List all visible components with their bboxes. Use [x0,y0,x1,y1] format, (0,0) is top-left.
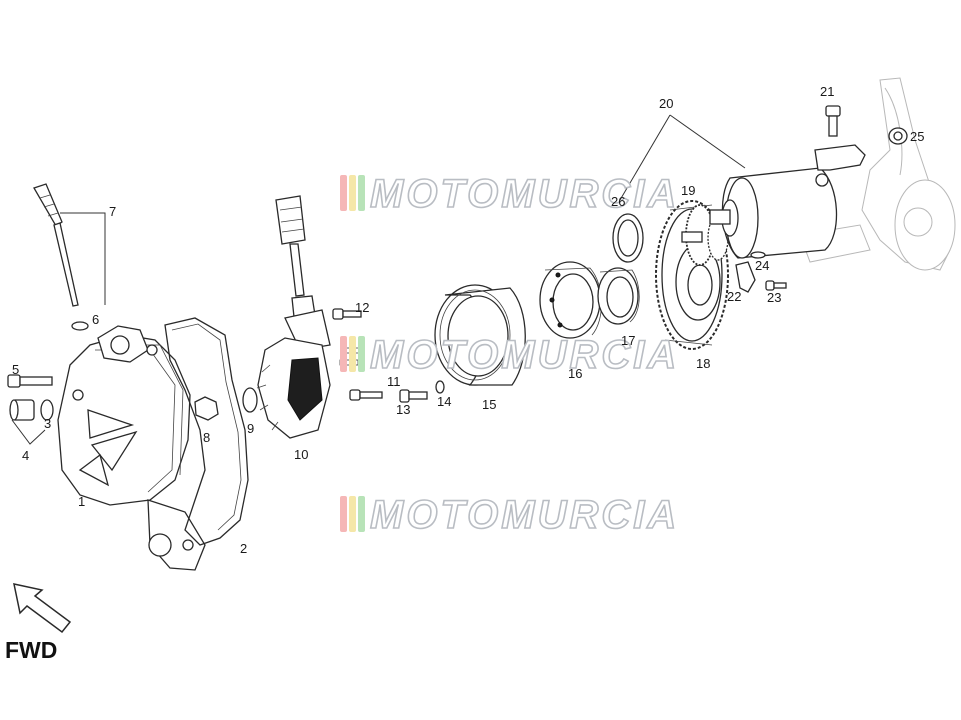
screw-13 [399,389,428,403]
watermark-stripe [349,336,356,372]
forward-arrow-icon [13,583,72,634]
cover-gasket [164,317,249,546]
watermark: MOTOMURCIA [340,492,679,538]
watermark-stripe [340,336,347,372]
callout-4: 4 [22,448,29,463]
stator-10 [256,195,331,439]
washer-3 [40,399,54,421]
watermark-stripe [349,175,356,211]
callout-18: 18 [696,356,710,371]
watermark-text: MOTOMURCIA [370,172,679,216]
screw-12 [332,308,362,320]
spacer-4 [9,399,35,421]
callout-20: 20 [659,96,673,111]
callout-25: 25 [910,129,924,144]
watermark-text: MOTOMURCIA [370,493,679,537]
forward-label: FWD [5,637,57,663]
watermark: MOTOMURCIA [340,332,679,378]
crankshaft-drawing [799,77,956,271]
callout-2: 2 [240,541,247,556]
watermark-stripe [358,175,365,211]
nut-8 [194,396,219,421]
washer-14 [435,380,445,394]
callout-16: 16 [568,366,582,381]
callout-22: 22 [727,289,741,304]
idle-gear-19 [681,204,729,266]
cover-vent-pattern [78,409,138,487]
bracket-22 [735,261,756,293]
o-ring-6 [71,321,89,331]
callout-26: 26 [611,194,625,209]
starter-motor-20 [709,144,866,259]
forward-direction-indicator: FWD [5,583,72,663]
watermark: MOTOMURCIA [340,171,679,217]
bolt-5 [7,374,53,388]
callout-21: 21 [820,84,834,99]
bolt-21 [825,105,841,137]
generator-cover [57,325,206,571]
callout-6: 6 [92,312,99,327]
watermark-group: MOTOMURCIA MOTOMURCIA MOTOMURCIA [340,171,679,538]
callout-17: 17 [621,333,635,348]
callout-10: 10 [294,447,308,462]
washer-26 [612,213,644,263]
watermark-stripe [358,496,365,532]
callout-14: 14 [437,394,451,409]
callout-24: 24 [755,258,769,273]
callout-9: 9 [247,421,254,436]
screw-11 [349,389,383,401]
screw-23 [765,280,787,291]
callout-12: 12 [355,300,369,315]
nut-25 [888,127,908,145]
watermark-stripe [340,175,347,211]
callout-13: 13 [396,402,410,417]
watermark-stripe [349,496,356,532]
dipstick-7 [33,183,79,307]
watermark-stripe [340,496,347,532]
callout-5: 5 [12,362,19,377]
callout-15: 15 [482,397,496,412]
callout-11: 11 [387,374,401,389]
freewheel-16 [539,261,602,339]
clip-24 [750,251,766,259]
rotor-15 [434,284,526,386]
bearing-ring-17 [597,267,640,325]
callout-7: 7 [109,204,116,219]
cover-gasket-inner [171,323,242,531]
callout-3: 3 [44,416,51,431]
watermark-stripe [358,336,365,372]
watermark-text: MOTOMURCIA [370,333,679,377]
callout-23: 23 [767,290,781,305]
washer-9 [242,387,258,413]
leader-lines [11,114,746,445]
callout-1: 1 [78,494,85,509]
callout-19: 19 [681,183,695,198]
callout-8: 8 [203,430,210,445]
